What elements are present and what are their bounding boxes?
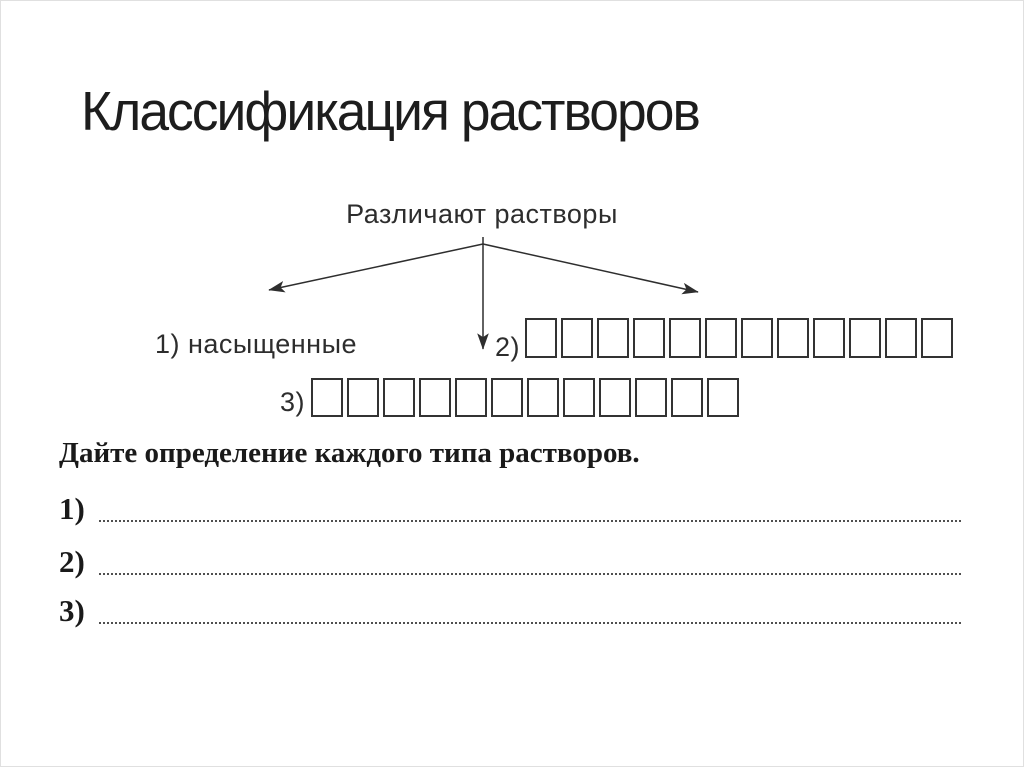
fill-in-letter-box [311,378,343,417]
fill-in-letter-box [741,318,773,358]
fill-in-letter-box [777,318,809,358]
fill-in-letter-box [527,378,559,417]
fill-in-letter-box [597,318,629,358]
fill-in-letter-box [707,378,739,417]
fill-in-letter-box [561,318,593,358]
fill-in-letter-box [525,318,557,358]
task-prompt: Дайте определение каждого типа растворов… [59,437,640,469]
fill-in-letter-box [419,378,451,417]
fill-in-letter-box [599,378,631,417]
fill-in-letter-box [491,378,523,417]
branch-2-label: 2) [495,332,521,362]
fill-in-letter-box [921,318,953,358]
diagram-heading: Различают растворы [346,199,618,229]
answer-blank-line [98,520,961,522]
fill-in-letter-box [383,378,415,417]
fill-in-letter-box [455,378,487,417]
fill-in-letter-box [813,318,845,358]
answer-row-2: 2) [59,546,961,577]
fill-in-letter-box [705,318,737,358]
fill-in-letter-box [347,378,379,417]
slide-title: Классификация растворов [81,80,701,142]
branch-1-label: 1) насыщенные [155,329,358,359]
fill-in-letter-box [671,378,703,417]
answer-row-3: 3) [59,595,961,626]
fill-in-letter-box [885,318,917,358]
fill-in-letter-box [563,378,595,417]
answer-blank-line [98,573,961,575]
answer-number: 2) [59,544,85,579]
answer-blank-line [98,622,961,624]
answer-number: 3) [59,593,85,628]
fill-in-letter-box [669,318,701,358]
branch-3-letter-boxes [311,378,739,417]
branch-3-label: 3) [280,387,306,417]
answer-row-1: 1) [59,493,961,524]
fill-in-letter-box [633,318,665,358]
answer-number: 1) [59,491,85,526]
fill-in-letter-box [849,318,881,358]
fill-in-letter-box [635,378,667,417]
branch-2-letter-boxes [525,318,953,358]
